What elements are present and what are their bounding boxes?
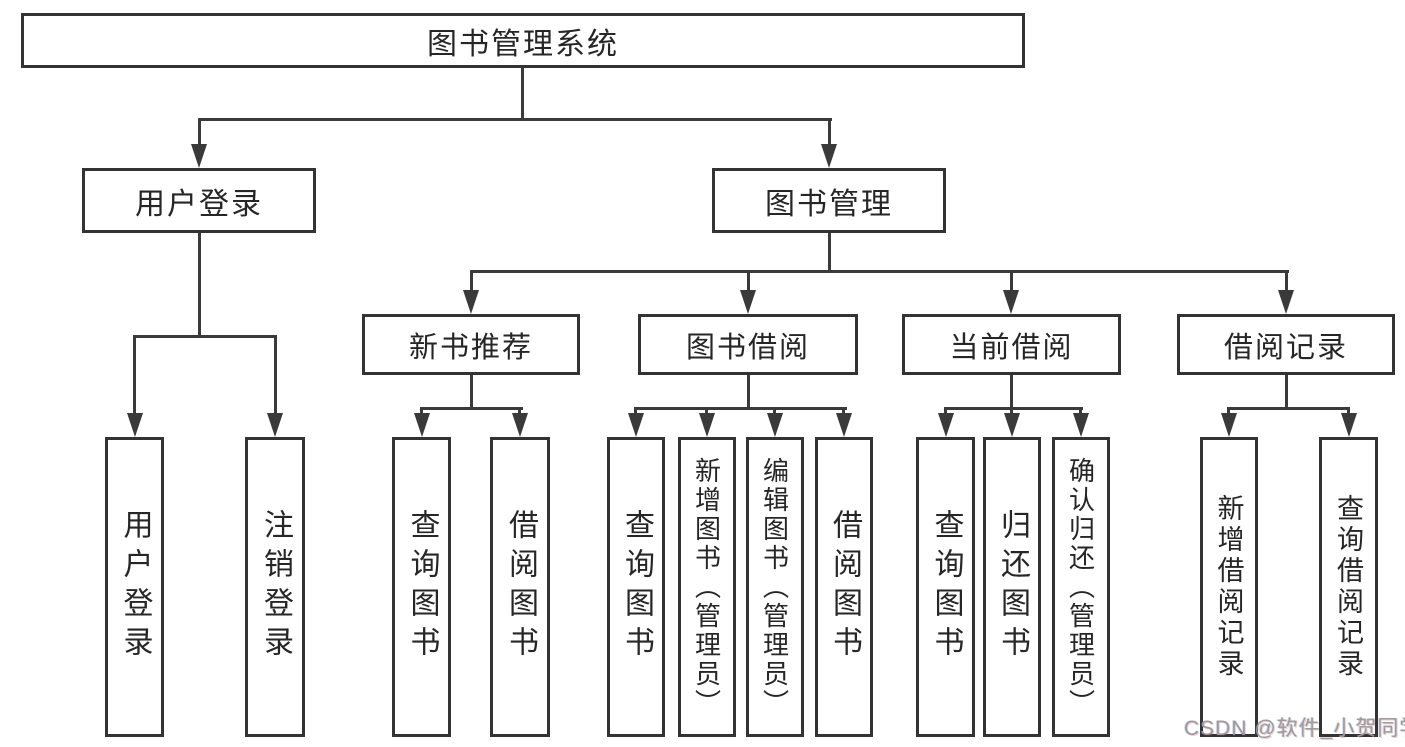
- connector-shaft: [842, 407, 845, 415]
- connector-shaft: [1010, 270, 1013, 292]
- leaf-borrow-books-recommend: 借阅图书: [490, 437, 550, 737]
- arrowhead-down-icon: [414, 413, 430, 437]
- connector-recommend-rail: [420, 407, 523, 410]
- connector-root-stem: [521, 67, 524, 118]
- connector-records-rail: [1227, 407, 1350, 410]
- leaf-return-book: 归还图书: [983, 437, 1041, 737]
- leaf-edit-book-admin: 编辑图书（管理员）: [746, 437, 804, 737]
- arrowhead-down-icon: [1341, 413, 1357, 437]
- leaf-query-borrow-record: 查询借阅记录: [1319, 437, 1378, 737]
- node-user-login: 用户登录: [82, 168, 316, 233]
- arrowhead-down-icon: [1278, 290, 1294, 314]
- connector-level2-rail: [198, 118, 832, 121]
- connector-shaft: [1347, 407, 1350, 415]
- connector-shaft: [944, 407, 947, 415]
- leaf-query-books-borrow: 查询图书: [607, 437, 665, 737]
- node-root: 图书管理系统: [21, 13, 1025, 68]
- arrowhead-down-icon: [267, 413, 283, 437]
- connector-shaft: [747, 270, 750, 292]
- connector-shaft: [1010, 407, 1013, 415]
- connector-current-stem: [1010, 375, 1013, 410]
- leaf-borrow-books: 借阅图书: [815, 437, 873, 737]
- arrowhead-down-icon: [836, 413, 852, 437]
- connector-user-login-stem: [198, 233, 201, 337]
- connector-current-rail: [944, 407, 1083, 410]
- connector-shaft: [828, 118, 831, 146]
- connector-level3-rail: [470, 270, 1289, 273]
- node-book-borrow: 图书借阅: [638, 314, 858, 375]
- connector-shaft: [705, 407, 708, 415]
- leaf-logout: 注销登录: [245, 437, 305, 737]
- connector-shaft: [198, 118, 201, 146]
- connector-shaft: [518, 407, 521, 415]
- arrowhead-down-icon: [821, 144, 837, 168]
- connector-shaft: [634, 407, 637, 415]
- connector-shaft: [420, 407, 423, 415]
- connector-shaft: [773, 407, 776, 415]
- leaf-query-books-recommend: 查询图书: [392, 437, 451, 737]
- connector-user-login-rail: [133, 335, 277, 338]
- connector-shaft: [1285, 270, 1288, 292]
- leaf-query-books-current: 查询图书: [916, 437, 975, 737]
- connector-shaft: [133, 335, 136, 415]
- arrowhead-down-icon: [1073, 413, 1089, 437]
- connector-borrow-stem: [747, 375, 750, 410]
- connector-shaft: [470, 270, 473, 292]
- leaf-add-borrow-record: 新增借阅记录: [1200, 437, 1258, 737]
- arrowhead-down-icon: [628, 413, 644, 437]
- node-new-book-recommend: 新书推荐: [362, 314, 580, 375]
- connector-shaft: [274, 335, 277, 415]
- node-borrow-records: 借阅记录: [1177, 314, 1395, 375]
- arrowhead-down-icon: [1221, 413, 1237, 437]
- arrowhead-down-icon: [740, 290, 756, 314]
- arrowhead-down-icon: [938, 413, 954, 437]
- node-current-borrow: 当前借阅: [902, 314, 1121, 375]
- leaf-user-login: 用户登录: [105, 437, 164, 737]
- leaf-add-book-admin: 新增图书（管理员）: [678, 437, 736, 737]
- arrowhead-down-icon: [699, 413, 715, 437]
- arrowhead-down-icon: [512, 413, 528, 437]
- arrowhead-down-icon: [463, 290, 479, 314]
- node-book-management: 图书管理: [712, 168, 946, 233]
- arrowhead-down-icon: [191, 144, 207, 168]
- arrowhead-down-icon: [1004, 413, 1020, 437]
- connector-book-mgmt-stem: [828, 233, 831, 273]
- arrowhead-down-icon: [127, 413, 143, 437]
- arrowhead-down-icon: [1003, 290, 1019, 314]
- connector-shaft: [1227, 407, 1230, 415]
- leaf-confirm-return-admin: 确认归还（管理员）: [1052, 437, 1110, 737]
- connector-recommend-stem: [470, 375, 473, 410]
- arrowhead-down-icon: [767, 413, 783, 437]
- connector-records-stem: [1285, 375, 1288, 410]
- connector-borrow-rail: [634, 407, 847, 410]
- csdn-watermark: CSDN @软件_小贺同学: [1184, 717, 1405, 740]
- connector-shaft: [1079, 407, 1082, 415]
